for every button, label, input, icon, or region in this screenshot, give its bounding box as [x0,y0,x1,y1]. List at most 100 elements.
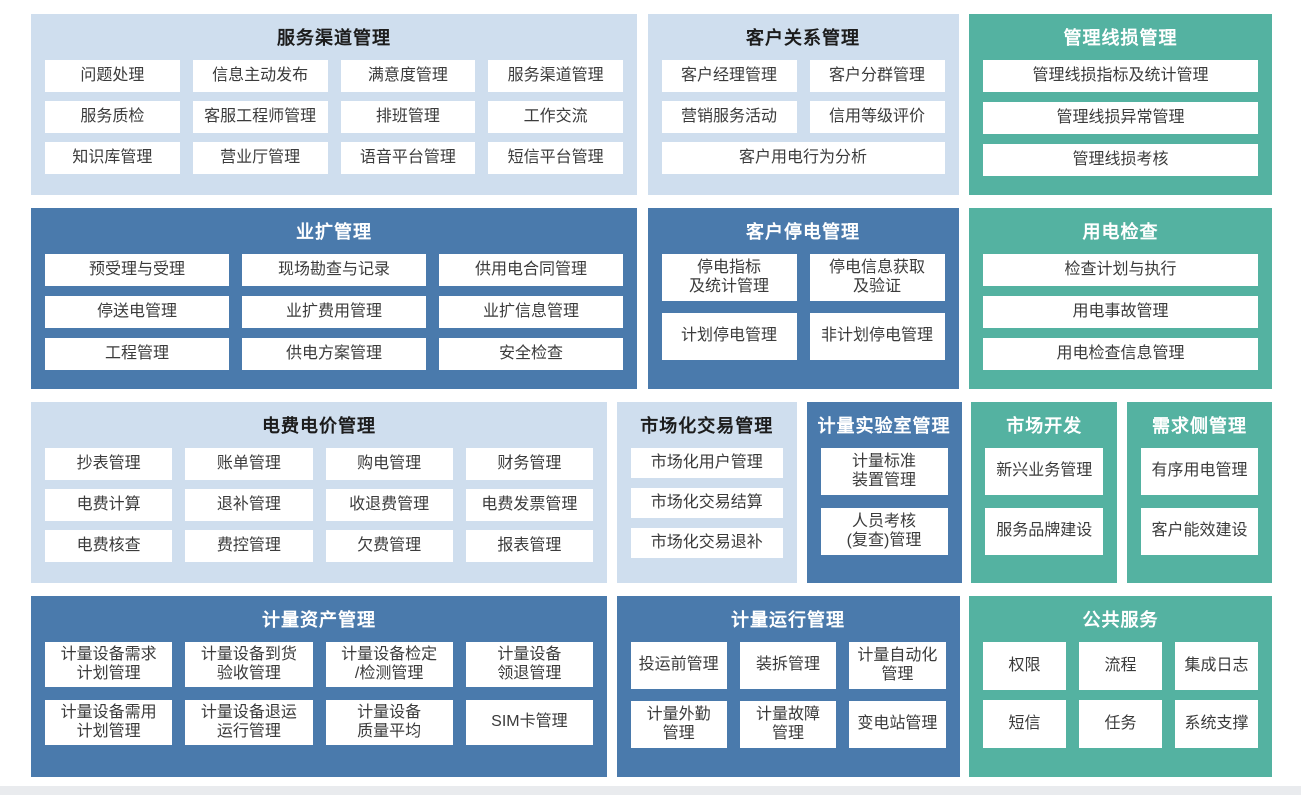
module-item: 营业厅管理 [192,142,328,174]
panel-items-public-service: 权限流程集成日志短信任务系统支撑 [969,642,1272,748]
panel-metering-operation: 计量运行管理投运前管理装拆管理计量自动化 管理计量外勤 管理计量故障 管理变电站… [616,596,960,777]
panel-items-customer-relation: 客户经理管理客户分群管理营销服务活动信用等级评价客户用电行为分析 [648,60,959,174]
module-item: 知识库管理 [45,142,180,174]
module-item: 预受理与受理 [45,254,229,286]
panel-title-metering-asset: 计量资产管理 [262,610,376,630]
module-item: 人员考核 (复查)管理 [820,508,948,555]
module-item: 市场化交易结算 [630,488,783,518]
panel-title-metering-lab: 计量实验室管理 [817,416,951,436]
panel-customer-outage: 客户停电管理停电指标 及统计管理停电信息获取 及验证计划停电管理非计划停电管理 [647,208,959,389]
panel-title-customer-relation: 客户关系管理 [746,28,860,48]
module-item: 计量外勤 管理 [630,701,727,748]
module-item: SIM卡管理 [465,700,593,745]
panel-title-line-loss: 管理线损管理 [1063,28,1178,48]
panel-line-loss: 管理线损管理管理线损指标及统计管理管理线损异常管理管理线损考核 [969,14,1272,195]
module-item: 管理线损异常管理 [983,102,1258,134]
module-item: 工程管理 [45,338,229,370]
module-item: 短信平台管理 [488,142,623,174]
panel-metering-lab: 计量实验室管理计量标准 装置管理人员考核 (复查)管理 [806,402,962,583]
module-item: 抄表管理 [45,448,173,480]
panel-title-power-inspection: 用电检查 [1082,222,1159,242]
panel-title-market-trade: 市场化交易管理 [640,416,774,436]
module-item: 电费核查 [45,530,173,562]
panel-market-dev: 市场开发新兴业务管理服务品牌建设 [971,402,1118,583]
module-item: 集成日志 [1175,642,1258,690]
module-item: 财务管理 [465,448,593,480]
diagram-row-2: 业扩管理预受理与受理现场勘查与记录供用电合同管理停送电管理业扩费用管理业扩信息管… [31,208,1272,389]
module-item: 市场化用户管理 [630,448,783,478]
module-item: 客户经理管理 [661,60,797,92]
module-item: 业扩信息管理 [439,296,623,328]
module-item: 营销服务活动 [661,101,797,133]
panel-items-business-expansion: 预受理与受理现场勘查与记录供用电合同管理停送电管理业扩费用管理业扩信息管理工程管… [31,254,637,370]
module-item: 账单管理 [185,448,313,480]
module-item: 管理线损考核 [983,144,1258,176]
module-item: 计量自动化 管理 [849,642,946,689]
panel-items-customer-outage: 停电指标 及统计管理停电信息获取 及验证计划停电管理非计划停电管理 [648,254,959,360]
panel-items-metering-operation: 投运前管理装拆管理计量自动化 管理计量外勤 管理计量故障 管理变电站管理 [617,642,960,748]
panel-items-power-inspection: 检查计划与执行用电事故管理用电检查信息管理 [969,254,1272,370]
panel-title-customer-outage: 客户停电管理 [746,222,860,242]
module-item: 市场化交易退补 [630,528,783,558]
module-item: 费控管理 [185,530,313,562]
module-item: 供用电合同管理 [439,254,623,286]
module-item: 变电站管理 [849,701,946,748]
module-item: 客服工程师管理 [192,101,328,133]
panel-items-market-dev: 新兴业务管理服务品牌建设 [971,448,1117,555]
panel-title-service-channel: 服务渠道管理 [277,28,391,48]
module-item: 停电信息获取 及验证 [809,254,945,301]
panel-items-market-trade: 市场化用户管理市场化交易结算市场化交易退补 [617,448,797,558]
module-item: 短信 [983,700,1066,748]
diagram-row-1: 服务渠道管理问题处理信息主动发布满意度管理服务渠道管理服务质检客服工程师管理排班… [31,14,1272,195]
module-item: 检查计划与执行 [983,254,1258,286]
module-item: 满意度管理 [340,60,476,92]
module-item: 电费发票管理 [465,489,593,521]
module-item: 服务质检 [45,101,180,133]
module-item: 用电检查信息管理 [983,338,1258,370]
panel-items-demand-side: 有序用电管理客户能效建设 [1127,448,1272,555]
module-item: 购电管理 [325,448,453,480]
module-item: 欠费管理 [325,530,453,562]
diagram-row-3: 电费电价管理抄表管理账单管理购电管理财务管理电费计算退补管理收退费管理电费发票管… [31,402,1272,583]
module-item: 现场勘查与记录 [242,254,426,286]
module-item: 排班管理 [340,101,476,133]
panel-market-trade: 市场化交易管理市场化用户管理市场化交易结算市场化交易退补 [616,402,797,583]
module-item: 信用等级评价 [809,101,945,133]
module-item: 语音平台管理 [340,142,476,174]
panel-items-metering-asset: 计量设备需求 计划管理计量设备到货 验收管理计量设备检定 /检测管理计量设备 领… [31,642,607,745]
module-item: 停送电管理 [45,296,229,328]
panel-title-market-dev: 市场开发 [1006,416,1083,436]
module-item: 非计划停电管理 [809,313,945,360]
module-item: 停电指标 及统计管理 [661,254,797,301]
module-item: 计量设备需求 计划管理 [45,642,173,687]
module-item: 管理线损指标及统计管理 [983,60,1258,92]
module-item: 工作交流 [488,101,623,133]
panel-demand-side: 需求侧管理有序用电管理客户能效建设 [1127,402,1272,583]
architecture-diagram: 服务渠道管理问题处理信息主动发布满意度管理服务渠道管理服务质检客服工程师管理排班… [31,14,1272,790]
module-item: 客户用电行为分析 [661,142,945,174]
panel-title-demand-side: 需求侧管理 [1152,416,1247,436]
panel-items-fee-price: 抄表管理账单管理购电管理财务管理电费计算退补管理收退费管理电费发票管理电费核查费… [31,448,607,562]
panel-business-expansion: 业扩管理预受理与受理现场勘查与记录供用电合同管理停送电管理业扩费用管理业扩信息管… [31,208,637,389]
panel-title-public-service: 公共服务 [1082,610,1159,630]
module-item: 用电事故管理 [983,296,1258,328]
panel-title-fee-price: 电费电价管理 [262,416,376,436]
panel-items-service-channel: 问题处理信息主动发布满意度管理服务渠道管理服务质检客服工程师管理排班管理工作交流… [31,60,637,174]
module-item: 服务渠道管理 [488,60,623,92]
panel-items-line-loss: 管理线损指标及统计管理管理线损异常管理管理线损考核 [969,60,1272,176]
module-item: 有序用电管理 [1141,448,1258,495]
module-item: 权限 [983,642,1066,690]
module-item: 信息主动发布 [192,60,328,92]
module-item: 计量故障 管理 [739,701,837,748]
module-item: 供电方案管理 [242,338,426,370]
panel-title-business-expansion: 业扩管理 [296,222,372,242]
module-item: 计划停电管理 [661,313,797,360]
diagram-row-4: 计量资产管理计量设备需求 计划管理计量设备到货 验收管理计量设备检定 /检测管理… [31,596,1272,777]
module-item: 计量标准 装置管理 [820,448,948,495]
panel-power-inspection: 用电检查检查计划与执行用电事故管理用电检查信息管理 [969,208,1272,389]
module-item: 计量设备退运 运行管理 [185,700,313,745]
module-item: 客户分群管理 [809,60,945,92]
panel-metering-asset: 计量资产管理计量设备需求 计划管理计量设备到货 验收管理计量设备检定 /检测管理… [31,596,607,777]
module-item: 计量设备检定 /检测管理 [325,642,453,687]
panel-items-metering-lab: 计量标准 装置管理人员考核 (复查)管理 [807,448,962,555]
